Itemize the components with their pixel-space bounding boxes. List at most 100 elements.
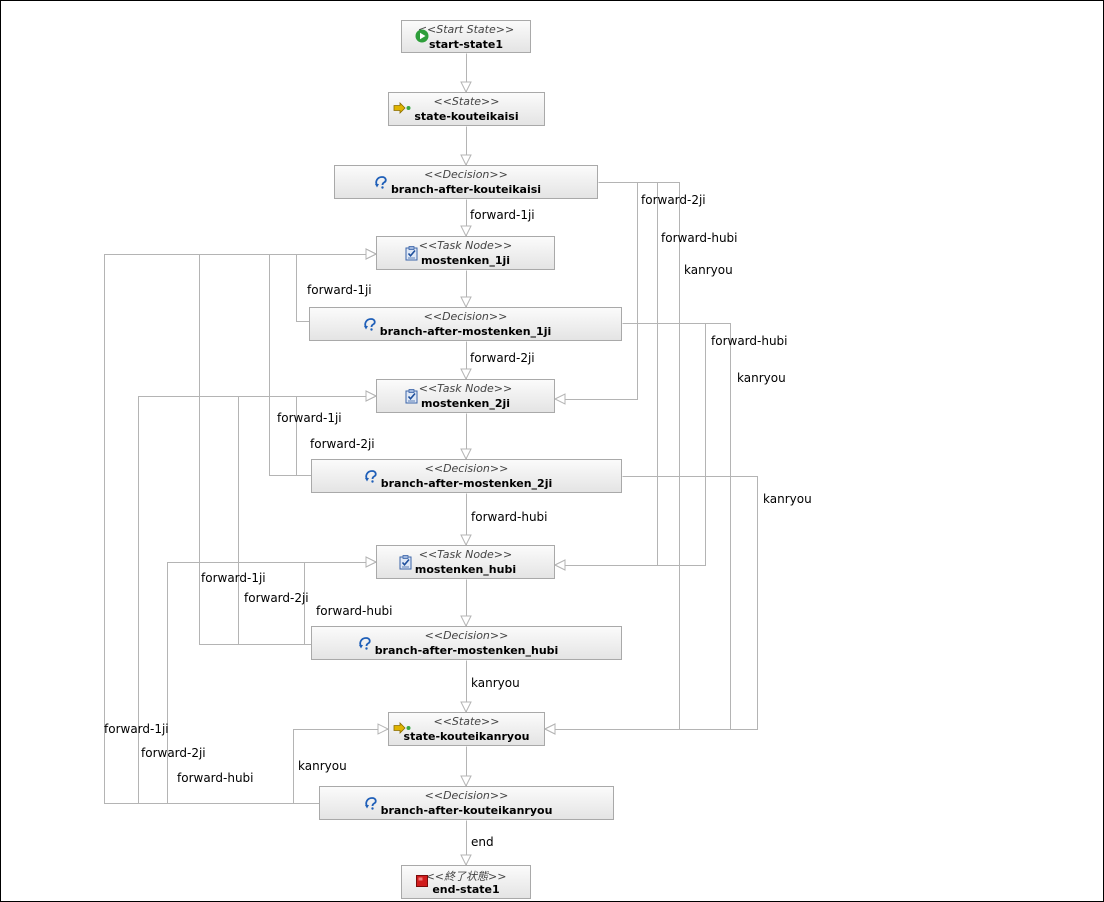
state-icon: [393, 722, 411, 736]
edge-line: [555, 182, 658, 566]
transition-edge: [460, 413, 472, 461]
edge-label: forward-2ji: [141, 746, 206, 760]
transition-edge: [460, 820, 472, 867]
node-s-kaisi[interactable]: <<State>> state-kouteikaisi: [388, 92, 545, 126]
node-start[interactable]: <<Start State>> start-state1: [401, 20, 531, 53]
task-icon: [398, 554, 412, 570]
node-d-2ji[interactable]: <<Decision>> branch-after-mostenken_2ji: [311, 459, 622, 493]
node-t-1ji[interactable]: <<Task Node>> mostenken_1ji: [376, 236, 555, 270]
node-stereotype: <<Decision>>: [424, 462, 509, 475]
arrowhead-icon: [460, 81, 472, 94]
decision-icon: [364, 468, 378, 483]
transition-edge: [460, 579, 472, 628]
edge-label: forward-1ji: [307, 283, 372, 297]
node-stereotype: <<Decision>>: [424, 168, 508, 181]
node-name: start-state1: [428, 38, 504, 51]
task-icon: [404, 388, 418, 404]
node-stereotype: <<Decision>>: [424, 629, 509, 642]
arrowhead-icon: [460, 534, 472, 547]
arrowhead-icon: [460, 854, 472, 867]
edge-line: [167, 562, 377, 804]
transition-edge: [553, 182, 658, 571]
transition-edge: [553, 182, 638, 405]
decision-icon: [358, 635, 372, 650]
arrowhead-icon: [543, 723, 556, 735]
transition-edge: [293, 723, 390, 804]
start-icon: [415, 29, 429, 43]
node-name: branch-after-mostenken_2ji: [380, 477, 553, 490]
node-t-hubi[interactable]: <<Task Node>>mostenken_hubi: [376, 545, 555, 579]
edge-label: forward-1ji: [470, 208, 535, 222]
edge-line: [545, 476, 758, 730]
node-t-2ji[interactable]: <<Task Node>>mostenken_2ji: [376, 379, 555, 413]
edge-line: [555, 182, 638, 400]
decision-icon: [363, 316, 377, 331]
edge-label: kanryou: [737, 371, 786, 385]
arrowhead-icon: [553, 393, 566, 405]
arrowhead-icon: [460, 701, 472, 714]
node-end[interactable]: <<終了状態>>end-state1: [401, 865, 531, 899]
node-name: state-kouteikaisi: [414, 110, 519, 123]
node-name: branch-after-kouteikanryou: [380, 804, 553, 817]
edge-label: kanryou: [471, 676, 520, 690]
arrowhead-icon: [460, 368, 472, 381]
edge-line: [293, 729, 389, 804]
node-d-kanryou[interactable]: <<Decision>> branch-after-kouteikanryou: [319, 786, 614, 820]
decision-icon: [374, 174, 388, 189]
edge-label: forward-1ji: [104, 722, 169, 736]
node-name: branch-after-mostenken_hubi: [374, 644, 559, 657]
node-stereotype: <<Task Node>>: [418, 548, 513, 561]
transition-edge: [460, 53, 472, 94]
edge-label: end: [471, 835, 494, 849]
node-s-kanryou[interactable]: <<State>>state-kouteikanryou: [388, 712, 545, 746]
edge-label: forward-hubi: [711, 334, 788, 348]
node-name: end-state1: [432, 883, 500, 896]
arrowhead-icon: [365, 556, 378, 568]
node-d-hubi[interactable]: <<Decision>> branch-after-mostenken_hubi: [311, 626, 622, 660]
transition-edge: [543, 476, 758, 735]
node-stereotype: <<Decision>>: [423, 310, 508, 323]
arrowhead-icon: [365, 248, 378, 260]
edge-label: kanryou: [298, 759, 347, 773]
transition-edge: [460, 270, 472, 309]
transition-edge: [553, 323, 706, 571]
node-name: branch-after-mostenken_1ji: [379, 325, 552, 338]
transition-edge: [167, 556, 378, 804]
node-name: mostenken_1ji: [420, 254, 511, 267]
edge-label: forward-2ji: [470, 351, 535, 365]
edge-label: forward-2ji: [310, 437, 375, 451]
edge-label: forward-1ji: [277, 411, 342, 425]
node-name: mostenken_2ji: [420, 397, 511, 410]
edge-label: kanryou: [763, 492, 812, 506]
node-stereotype: <<State>>: [433, 715, 500, 728]
transition-edge: [460, 660, 472, 714]
edge-line: [555, 323, 706, 566]
node-stereotype: <<終了状態>>: [425, 870, 507, 883]
arrowhead-icon: [377, 723, 390, 735]
edge-label: forward-hubi: [316, 604, 393, 618]
edge-label: forward-hubi: [177, 771, 254, 785]
edge-label: kanryou: [684, 263, 733, 277]
node-stereotype: <<Decision>>: [424, 789, 509, 802]
arrowhead-icon: [460, 296, 472, 309]
transition-edge: [460, 746, 472, 788]
transition-edge: [460, 341, 472, 381]
edge-label: forward-hubi: [471, 510, 548, 524]
edge-label: forward-2ji: [641, 193, 706, 207]
arrowhead-icon: [460, 615, 472, 628]
node-stereotype: <<Task Node>>: [418, 239, 513, 252]
node-d-1ji[interactable]: <<Decision>> branch-after-mostenken_1ji: [309, 307, 622, 341]
node-name: branch-after-kouteikaisi: [390, 183, 542, 196]
transition-edge: [460, 493, 472, 547]
node-stereotype: <<Start State>>: [417, 23, 515, 36]
node-d-kaisi[interactable]: <<Decision>> branch-after-kouteikaisi: [334, 165, 598, 199]
edge-label: forward-hubi: [661, 231, 738, 245]
node-stereotype: <<State>>: [433, 95, 500, 108]
decision-icon: [364, 795, 378, 810]
arrowhead-icon: [553, 559, 566, 571]
transition-edge: [460, 199, 472, 238]
edge-label: forward-1ji: [201, 571, 266, 585]
state-icon: [393, 102, 411, 116]
